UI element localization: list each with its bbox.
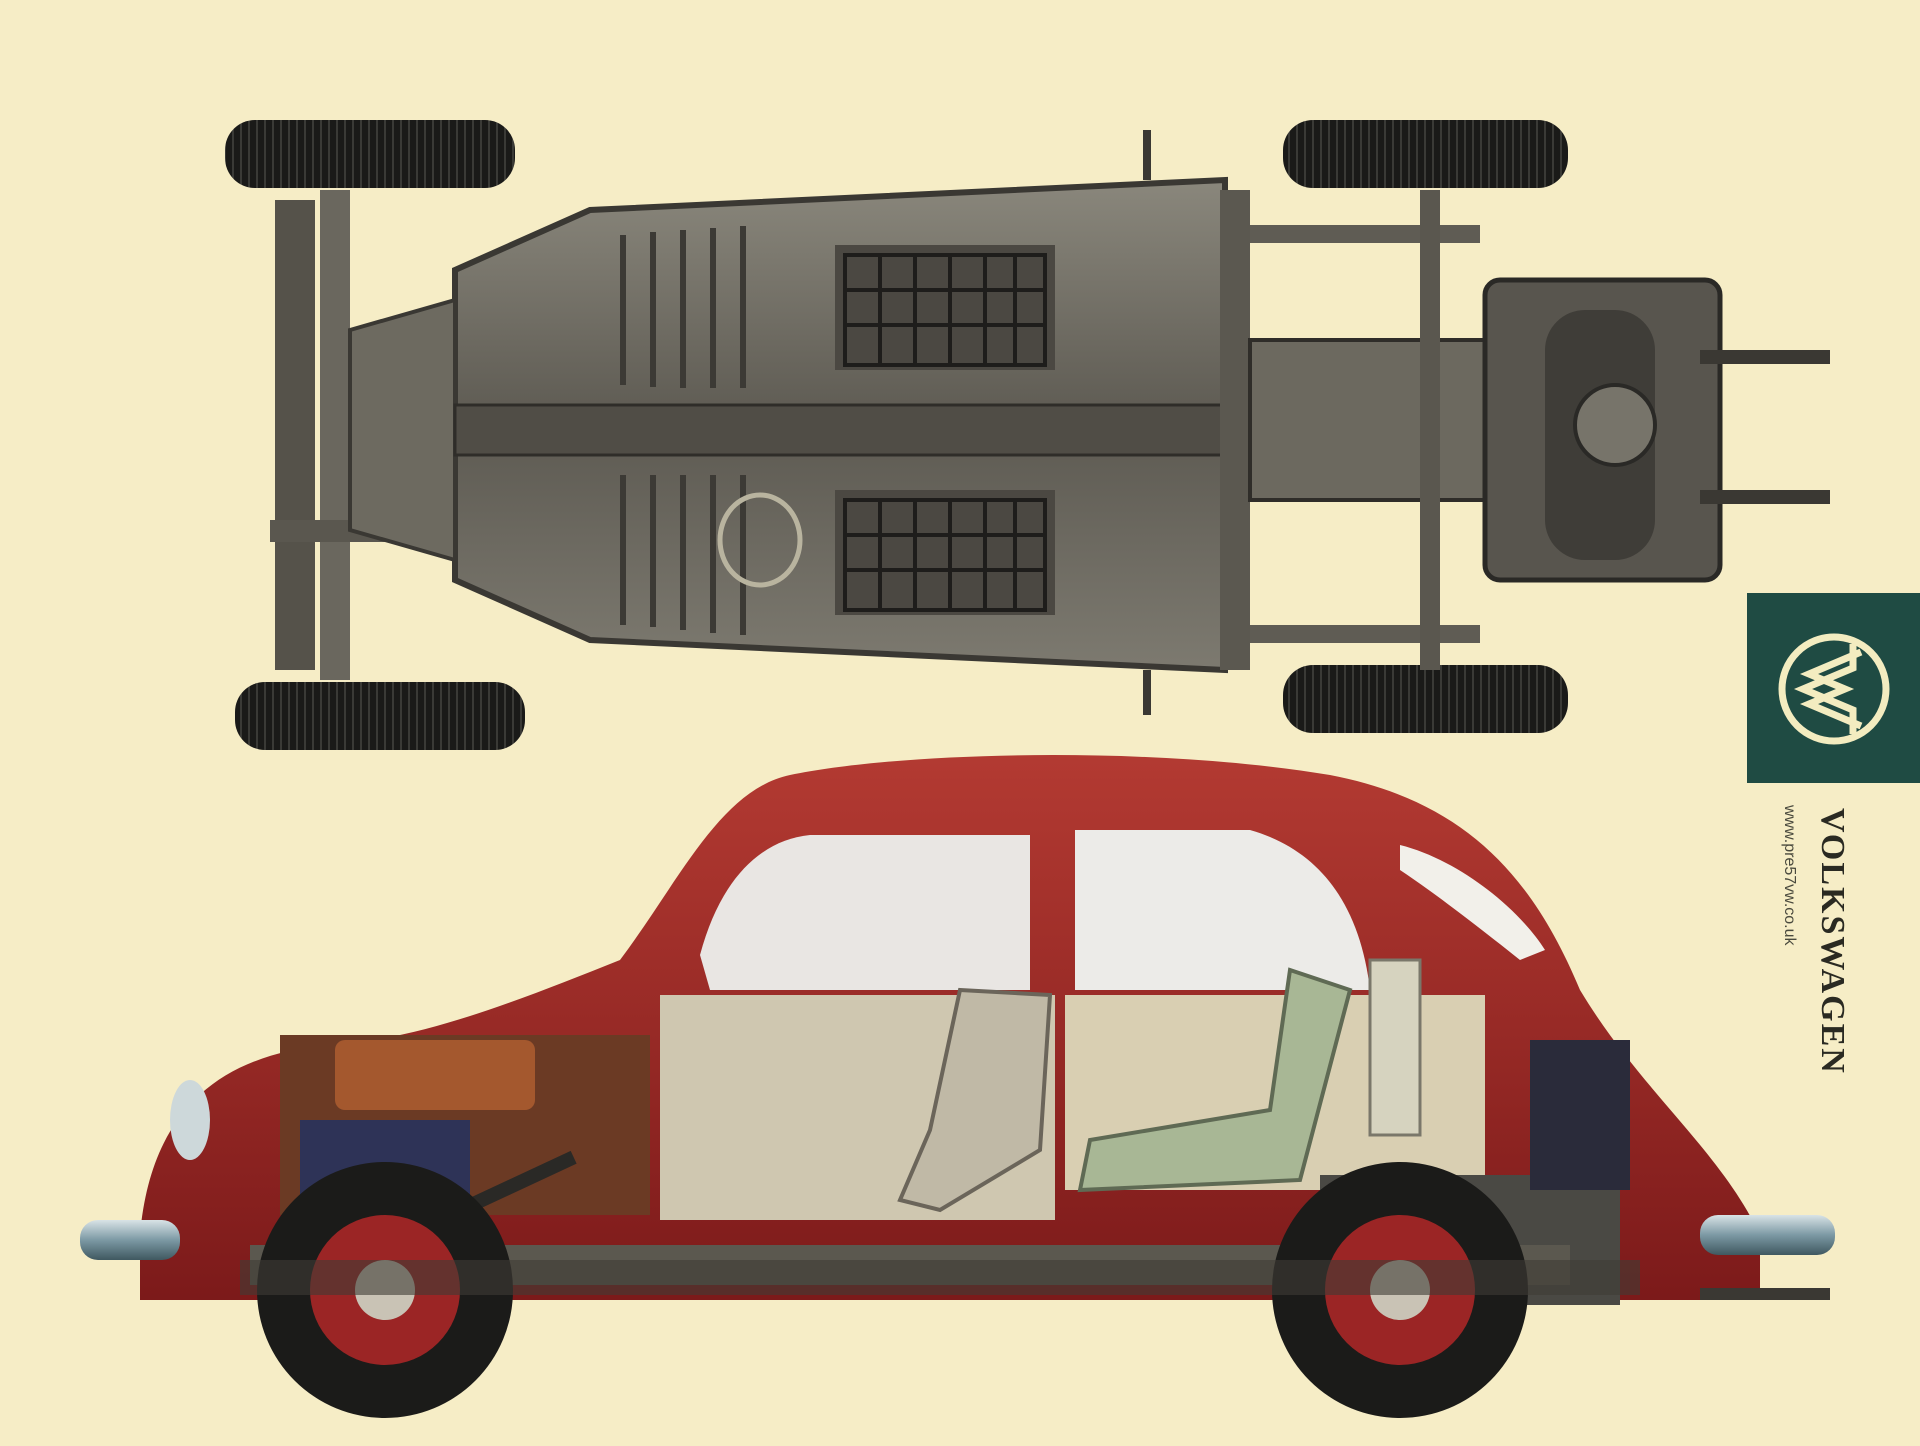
rear-luggage-box: [1368, 958, 1422, 1137]
underbody-shadow: [240, 1260, 1640, 1295]
front-seat: [897, 987, 1053, 1213]
rear-left-tire: [1283, 120, 1568, 188]
rear-floor-panel-right: [835, 490, 1055, 615]
jacking-point-bottom: [1143, 670, 1151, 715]
vw-logo-icon: [1778, 633, 1890, 745]
brand-name: VOLKSWAGEN: [1814, 808, 1851, 1075]
jacking-point-top: [1143, 130, 1151, 180]
rear-axle: [1420, 190, 1440, 670]
floor-ribs: [620, 226, 746, 635]
rear-bumper: [1700, 1215, 1835, 1255]
central-tunnel: [453, 403, 1227, 457]
steering-column: [717, 492, 803, 588]
rear-crossmember: [1220, 190, 1250, 670]
rear-bumper-bracket-top: [1700, 350, 1830, 364]
headlight: [170, 1080, 210, 1160]
front-frame-head: [348, 297, 457, 563]
front-left-tire: [225, 120, 515, 188]
rear-quarter-window: [1400, 845, 1545, 960]
luggage: [335, 1040, 535, 1110]
front-bumper: [80, 1220, 180, 1260]
front-axle-beam: [275, 200, 315, 670]
exhaust-pipe: [1700, 1288, 1830, 1300]
rear-floor-panel-left: [835, 245, 1055, 370]
rear-trailing-arm-right: [1250, 625, 1480, 643]
rear-trailing-arm-left: [1250, 225, 1480, 243]
rear-bumper-bracket-bottom: [1700, 490, 1830, 504]
rear-right-tire: [1283, 665, 1568, 733]
engine-fan: [1573, 383, 1657, 467]
air-filter: [1530, 1040, 1630, 1190]
floor-grid: [843, 253, 1047, 612]
front-right-tire: [235, 682, 525, 750]
website-url: www.pre57vw.co.uk: [1781, 805, 1798, 946]
chassis-top-view: [225, 120, 1830, 750]
front-axle-tube: [320, 190, 350, 680]
beetle-side-cutaway: [80, 755, 1835, 1418]
rear-window: [1075, 830, 1370, 990]
rear-seat: [1077, 967, 1353, 1193]
vw-logo-panel: [1747, 593, 1920, 783]
front-window: [700, 835, 1030, 990]
transaxle: [1248, 338, 1502, 502]
